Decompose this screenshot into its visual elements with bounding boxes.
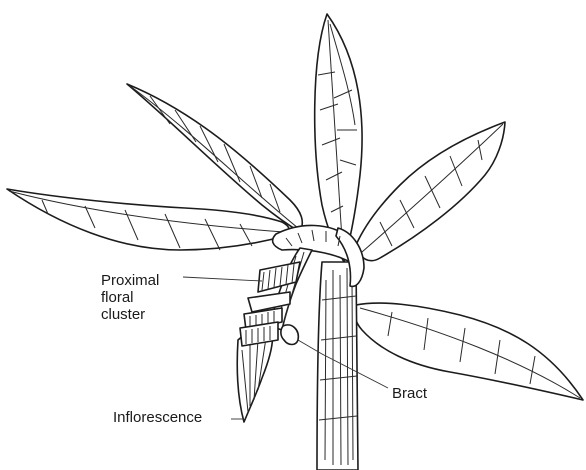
leaf-upper-right [356, 122, 505, 261]
bract [281, 325, 298, 345]
label-proximal-line2: floral [101, 289, 159, 306]
label-proximal-floral-cluster: Proximal floral cluster [101, 272, 159, 323]
label-bract: Bract [392, 385, 427, 402]
pseudostem [317, 262, 358, 470]
leaf-top [315, 14, 362, 262]
leader-proximal-floral-cluster [183, 277, 262, 281]
label-proximal-line1: Proximal [101, 272, 159, 289]
leaf-left [7, 189, 289, 250]
label-proximal-line3: cluster [101, 306, 159, 323]
leaf-lower-right [354, 303, 583, 400]
label-inflorescence: Inflorescence [113, 409, 202, 426]
inflorescence-bud [237, 322, 278, 422]
